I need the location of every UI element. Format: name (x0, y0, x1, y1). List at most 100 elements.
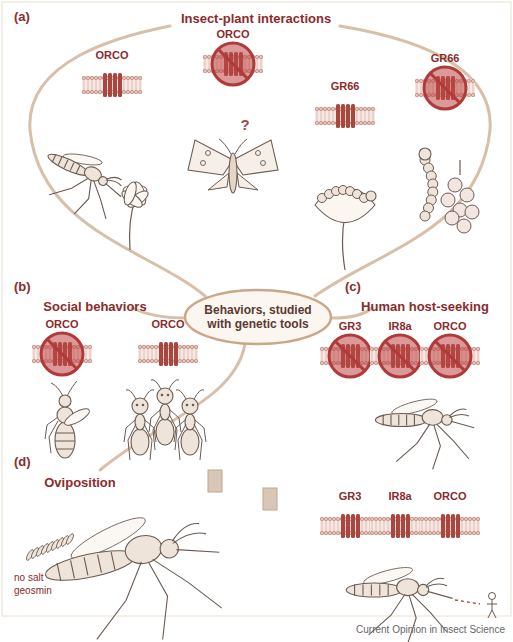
lipid-tail (333, 111, 334, 121)
abdomen-stripe (362, 584, 363, 595)
head (132, 398, 148, 414)
panel-letter: (c) (345, 280, 361, 295)
abdomen-stripe (52, 154, 56, 162)
attraction-path (455, 600, 480, 604)
lipid-head (331, 121, 334, 124)
receptor-name: ORCO (434, 320, 467, 333)
knockout-slash (335, 341, 365, 371)
receptor-helix (441, 514, 445, 538)
lipid-head (363, 107, 366, 110)
lipid-tail (196, 349, 197, 359)
gaster (131, 429, 149, 455)
receptor-helix (159, 342, 163, 366)
lipid-head (424, 361, 427, 364)
knockout-circle (212, 43, 254, 85)
receptor-helix (346, 514, 350, 538)
lipid-tail (38, 349, 39, 359)
leg (433, 425, 441, 469)
lipid-head (382, 517, 385, 520)
leg (49, 166, 88, 207)
lipid-tail (317, 111, 318, 121)
lipid-tail (205, 59, 206, 69)
receptor-helix (164, 342, 168, 366)
lipid-tail (140, 80, 141, 90)
lipid-tail (376, 351, 377, 361)
lipid-tail (325, 111, 326, 121)
receptor-helix (346, 104, 350, 128)
lipid-tail (192, 349, 193, 359)
lipid-head (178, 345, 181, 348)
lipid-tail (330, 521, 331, 531)
lipid-head (360, 531, 363, 534)
knockout-slash (435, 341, 465, 371)
node-text: Behaviors, studied with genetic tools (196, 303, 320, 332)
receptor-helix (169, 342, 173, 366)
lipid-head (315, 107, 318, 110)
lipid-tail (434, 521, 435, 531)
head (157, 388, 173, 404)
lipid-head (126, 90, 129, 93)
moth-wing (188, 140, 233, 175)
lipid-tail (86, 349, 87, 359)
lipid-head (424, 531, 427, 534)
moth-antenna (219, 139, 247, 154)
membrane-receptor-icon (82, 73, 142, 97)
lipid-tail (128, 80, 129, 90)
receptor-helix (351, 514, 355, 538)
lipid-head (360, 517, 363, 520)
lipid-tail (388, 521, 389, 531)
abdomen-stripe (390, 415, 391, 425)
legs-antennae (124, 390, 156, 460)
lipid-head (359, 107, 362, 110)
lipid-tail (474, 521, 475, 531)
caterpillar-segment (420, 211, 430, 221)
knockout-slash (47, 339, 77, 369)
lipid-head (323, 121, 326, 124)
abdomen-stripe (354, 584, 355, 595)
lipid-head (436, 517, 439, 520)
lipid-head (207, 55, 210, 58)
lipid-head (420, 531, 423, 534)
lipid-head (370, 347, 373, 350)
lipid-head (471, 79, 474, 82)
lipid-head (464, 531, 467, 534)
lipid-head (436, 531, 439, 534)
lipid-head (428, 531, 431, 534)
lipid-head (415, 79, 418, 82)
receptor-helix (396, 514, 400, 538)
knockout-slash (430, 73, 460, 103)
lipid-tail (156, 349, 157, 359)
berry (441, 193, 455, 207)
branch-line (30, 26, 205, 296)
leg (396, 424, 430, 462)
lipid-head (331, 107, 334, 110)
lipid-head (328, 531, 331, 534)
lipid-tail (152, 349, 153, 359)
lipid-head (367, 121, 370, 124)
receptor-helix (113, 73, 117, 97)
head (182, 398, 198, 414)
gaster (181, 429, 199, 455)
panel-letter: (b) (14, 280, 31, 295)
lipid-tail (209, 59, 210, 69)
question-mark: ? (240, 116, 249, 133)
abdomen-stripe (98, 555, 102, 573)
lipid-head (82, 76, 85, 79)
lipid-head (420, 517, 423, 520)
lipid-tail (329, 111, 330, 121)
antenna (426, 584, 447, 587)
lipid-head (186, 359, 189, 362)
lipid-tail (430, 521, 431, 531)
mosquito-feeding (30, 137, 132, 229)
lipid-head (476, 347, 479, 350)
berry (448, 178, 462, 192)
receptor-helix (451, 514, 455, 538)
eye (167, 394, 170, 397)
receptor-name: IR8a (388, 490, 411, 503)
lipid-head (86, 90, 89, 93)
moth-hindwing (208, 173, 229, 190)
lipid-head (88, 345, 91, 348)
membrane-receptor-icon (420, 335, 480, 377)
lipid-tail (422, 521, 423, 531)
receptor-name: GR66 (331, 80, 360, 93)
